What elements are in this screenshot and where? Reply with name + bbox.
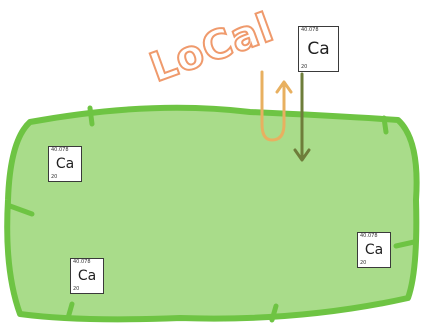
calcium-tile-bottom: 40.078 Ca 20 [70,258,104,294]
calcium-tile-right: 40.078 Ca 20 [357,232,391,268]
efflux-arrow [260,70,286,142]
atomic-number: 20 [301,64,308,70]
atomic-mass: 40.078 [73,259,91,265]
cell-notch [269,303,279,323]
cell-notch [393,239,417,249]
calcium-tile-top: 40.078 Ca 20 [298,26,339,72]
cell-notch [381,115,389,135]
element-symbol: Ca [307,39,330,59]
atomic-number: 20 [360,260,367,266]
atomic-number: 20 [51,174,58,180]
atomic-mass: 40.078 [301,27,319,33]
atomic-number: 20 [73,286,80,292]
efflux-arrowhead [275,80,293,94]
cell-notch [65,301,75,321]
calcium-tile-left: 40.078 Ca 20 [48,146,82,182]
element-symbol: Ca [77,268,97,284]
element-symbol: Ca [55,156,75,172]
atomic-mass: 40.078 [51,147,69,153]
cell-notch [87,105,95,127]
influx-arrowhead [293,148,311,162]
cell-notch [7,203,35,217]
cell-body [4,104,420,323]
atomic-mass: 40.078 [360,233,378,239]
element-symbol: Ca [364,242,384,258]
